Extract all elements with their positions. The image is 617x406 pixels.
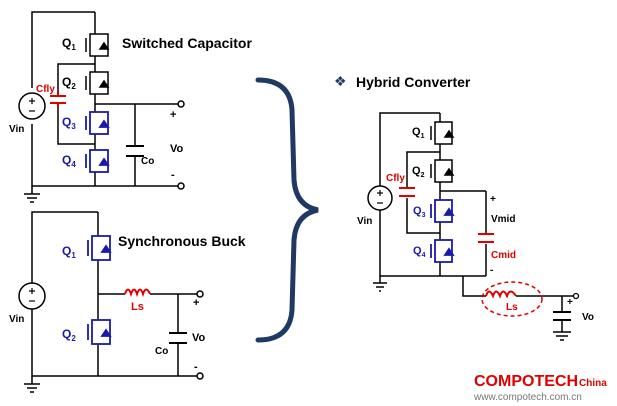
label-co-buck: Co (155, 346, 168, 357)
vin-source-buck (18, 282, 46, 310)
curly-brace (255, 77, 319, 343)
label-vo-hybrid: Vo (582, 312, 594, 323)
label-plus-vo-hybrid: + (567, 297, 573, 308)
output-terminal-minus-sc (177, 182, 185, 190)
mosfet-q2-sc (85, 71, 110, 95)
ground-sc (24, 186, 40, 203)
inductor-ls-buck (124, 288, 151, 298)
label-minus-vmid: - (490, 265, 493, 276)
label-vo-buck: Vo (192, 332, 206, 344)
label-q4-hybrid: Q4 (413, 245, 426, 259)
output-terminal-minus-buck (196, 372, 204, 380)
title-synchronous-buck: Synchronous Buck (118, 233, 246, 249)
label-q1-buck: Q1 (62, 244, 76, 260)
label-vin-sc: Vin (9, 124, 24, 135)
output-terminal-hybrid (572, 292, 580, 300)
label-q3-hybrid: Q3 (413, 205, 426, 219)
label-vin-hybrid: Vin (357, 216, 372, 227)
mosfet-q3-hybrid (430, 199, 455, 223)
label-plus-buck: + (193, 297, 199, 309)
output-terminal-plus-sc (177, 100, 185, 108)
mosfet-q1-buck (87, 235, 112, 261)
title-hybrid-converter: Hybrid Converter (356, 74, 471, 90)
co-capacitor-buck (169, 332, 187, 344)
inductor-ls-hybrid (485, 290, 517, 299)
cmid-capacitor-hybrid (478, 233, 494, 243)
co-capacitor-hybrid (553, 311, 571, 321)
label-vo-sc: Vo (170, 143, 184, 155)
title-switched-capacitor: Switched Capacitor (122, 35, 252, 51)
label-cmid: Cmid (491, 250, 516, 261)
label-q1-hybrid: Q1 (412, 126, 425, 140)
mosfet-q2-buck (87, 319, 112, 345)
watermark-url: www.compotech.com.cn (473, 392, 582, 403)
label-ls-hybrid: Ls (506, 302, 518, 313)
vin-source-hybrid (367, 185, 393, 211)
ground-buck (24, 376, 40, 393)
cfly-capacitor-sc (50, 92, 66, 108)
cfly-capacitor-hybrid (399, 187, 415, 197)
label-plus-vmid: + (490, 194, 496, 205)
ground-hybrid (373, 276, 387, 292)
label-minus-buck: - (194, 361, 198, 373)
hybrid-converter-circuit (379, 112, 574, 332)
label-co-sc: Co (141, 156, 154, 167)
label-q1-sc: Q1 (62, 36, 76, 52)
label-vin-buck: Vin (9, 314, 24, 325)
label-minus-sc: - (171, 169, 175, 181)
switched-capacitor-circuit (31, 11, 178, 187)
label-cfly-hybrid: Cfly (386, 173, 405, 184)
vin-source-sc (18, 92, 46, 120)
label-ls-buck: Ls (131, 301, 144, 313)
label-q3-sc: Q3 (62, 115, 76, 131)
mosfet-q2-hybrid (430, 159, 455, 183)
ground-output-hybrid (553, 331, 571, 341)
label-vmid: Vmid (491, 214, 515, 225)
mosfet-q4-hybrid (430, 239, 455, 263)
output-terminal-plus-buck (196, 290, 204, 298)
inductor-highlight-ellipse (481, 281, 543, 317)
label-q2-hybrid: Q2 (412, 165, 425, 179)
mosfet-q3-sc (85, 111, 110, 135)
label-q4-sc: Q4 (62, 153, 76, 169)
label-cfly-sc: Cfly (36, 84, 55, 95)
mosfet-q1-sc (85, 33, 110, 57)
hybrid-bullet-icon: ❖ (334, 73, 347, 89)
mosfet-q4-sc (85, 149, 110, 173)
label-q2-buck: Q2 (62, 327, 76, 343)
co-capacitor-sc (126, 145, 144, 157)
label-q2-sc: Q2 (62, 75, 76, 91)
label-plus-sc: + (170, 109, 176, 121)
watermark-brand: COMPOTECHChina (474, 373, 607, 390)
mosfet-q1-hybrid (430, 121, 455, 145)
